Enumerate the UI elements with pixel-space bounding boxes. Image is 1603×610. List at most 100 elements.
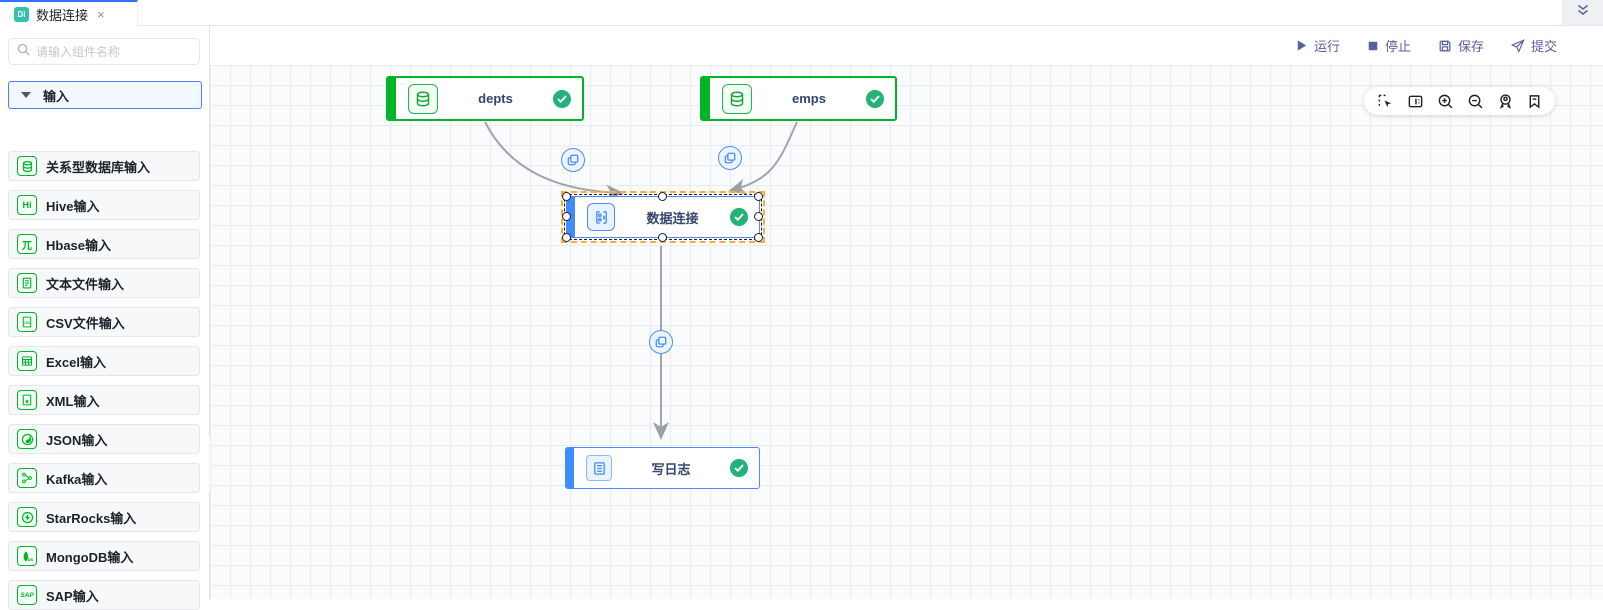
component-label: CSV文件输入 [46,313,125,332]
kafka-icon [17,468,37,488]
starrocks-icon [17,507,37,527]
double-chevron-down-icon [1576,3,1590,22]
group-label: 输入 [43,86,69,105]
component-list: 关系型数据库输入 Hi Hive输入 兀 Hbase输入 文本文件输入 CSV … [0,119,209,599]
resize-handle-nw[interactable] [562,192,571,201]
svg-text:CSV: CSV [24,321,32,325]
node-selection: 数据连接 [561,191,765,243]
play-icon [1295,39,1308,52]
component-label: Excel输入 [46,352,106,371]
edge-copy-marker[interactable] [649,330,673,354]
resize-handle-e[interactable] [754,212,763,221]
node-accent-bar [566,448,574,488]
text-file-icon [17,273,37,293]
sidebar-item-hbase[interactable]: 兀 Hbase输入 [8,229,200,259]
run-toolbar: 运行 停止 保存 提交 [210,26,1603,65]
tool-minimap[interactable] [1407,93,1424,110]
tool-bookmark[interactable] [1527,94,1542,109]
sidebar-item-xml-file[interactable]: XML输入 [8,385,200,415]
save-icon [1438,39,1452,53]
sidebar-item-json[interactable]: JSON输入 [8,424,200,454]
resize-handle-se[interactable] [754,233,763,242]
flow-canvas[interactable]: depts emps [210,65,1603,599]
resize-handle-ne[interactable] [754,192,763,201]
action-save[interactable]: 保存 [1438,36,1484,55]
status-success-icon [730,459,748,477]
marquee-select-icon [1377,93,1394,110]
component-label: MongoDB输入 [46,547,133,566]
node-data-join[interactable]: 数据连接 [566,196,760,238]
status-success-icon [553,90,571,108]
write-log-icon [586,455,612,481]
edge-depts-join[interactable] [485,122,622,193]
action-label: 提交 [1531,36,1557,55]
node-label: depts [438,91,553,106]
edge-copy-marker[interactable] [718,146,742,170]
component-label: Kafka输入 [46,469,107,488]
sidebar-item-csv-file[interactable]: CSV CSV文件输入 [8,307,200,337]
component-search[interactable] [8,38,200,65]
node-label: emps [752,91,866,106]
node-depts[interactable]: depts [386,76,584,121]
node-label: 数据连接 [615,208,730,227]
stop-icon [1367,40,1379,52]
svg-text:DB: DB [27,557,33,561]
node-write-log[interactable]: 写日志 [565,447,760,489]
sidebar-item-database[interactable]: 关系型数据库输入 [8,151,200,181]
sidebar-item-kafka[interactable]: Kafka输入 [8,463,200,493]
search-icon [17,43,30,61]
xml-file-icon [17,390,37,410]
sap-icon: SAP [17,585,37,605]
sidebar-item-mongodb[interactable]: DB MongoDB输入 [8,541,200,571]
tool-zoom-in[interactable] [1437,93,1454,110]
tab-bar: Di 数据连接 × [0,0,1603,26]
tab-close-icon[interactable]: × [97,7,105,22]
component-label: Hbase输入 [46,235,111,254]
search-input[interactable] [36,45,191,59]
json-icon [17,429,37,449]
resize-handle-sw[interactable] [562,233,571,242]
tool-zoom-out[interactable] [1467,93,1484,110]
database-icon [722,84,752,114]
component-label: SAP输入 [46,586,99,605]
edges-layer [210,65,1603,599]
action-label: 保存 [1458,36,1484,55]
resize-handle-n[interactable] [658,192,667,201]
edge-copy-marker[interactable] [561,148,585,172]
locate-icon [1497,93,1514,110]
component-label: 文本文件输入 [46,274,124,293]
hive-icon: Hi [17,195,37,215]
csv-file-icon: CSV [17,312,37,332]
status-success-icon [866,90,884,108]
group-header-input[interactable]: 输入 [8,81,202,109]
zoom-out-icon [1467,93,1484,110]
zoom-in-icon [1437,93,1454,110]
bookmark-icon [1527,94,1542,109]
action-play[interactable]: 运行 [1295,36,1340,55]
submit-icon [1511,39,1525,53]
action-stop[interactable]: 停止 [1367,36,1411,55]
tool-locate[interactable] [1497,93,1514,110]
resize-handle-s[interactable] [658,233,667,242]
status-success-icon [730,208,748,226]
sidebar-item-starrocks[interactable]: StarRocks输入 [8,502,200,532]
action-label: 运行 [1314,36,1340,55]
caret-down-icon [21,92,31,98]
component-label: XML输入 [46,391,99,410]
sidebar-item-hive[interactable]: Hi Hive输入 [8,190,200,220]
sidebar-item-excel[interactable]: Excel输入 [8,346,200,376]
sidebar-item-sap[interactable]: SAP SAP输入 [8,580,200,610]
hbase-icon: 兀 [17,234,37,254]
node-emps[interactable]: emps [700,76,897,121]
minimap-icon [1407,93,1424,110]
canvas-toolbar [1364,87,1555,115]
node-accent-bar [702,78,710,119]
tool-marquee-select[interactable] [1377,93,1394,110]
resize-handle-w[interactable] [562,212,571,221]
sidebar-item-text-file[interactable]: 文本文件输入 [8,268,200,298]
tab-data-join[interactable]: Di 数据连接 × [0,0,138,26]
action-label: 停止 [1385,36,1411,55]
excel-icon [17,351,37,371]
collapse-panel-button[interactable] [1562,0,1603,25]
action-submit[interactable]: 提交 [1511,36,1557,55]
